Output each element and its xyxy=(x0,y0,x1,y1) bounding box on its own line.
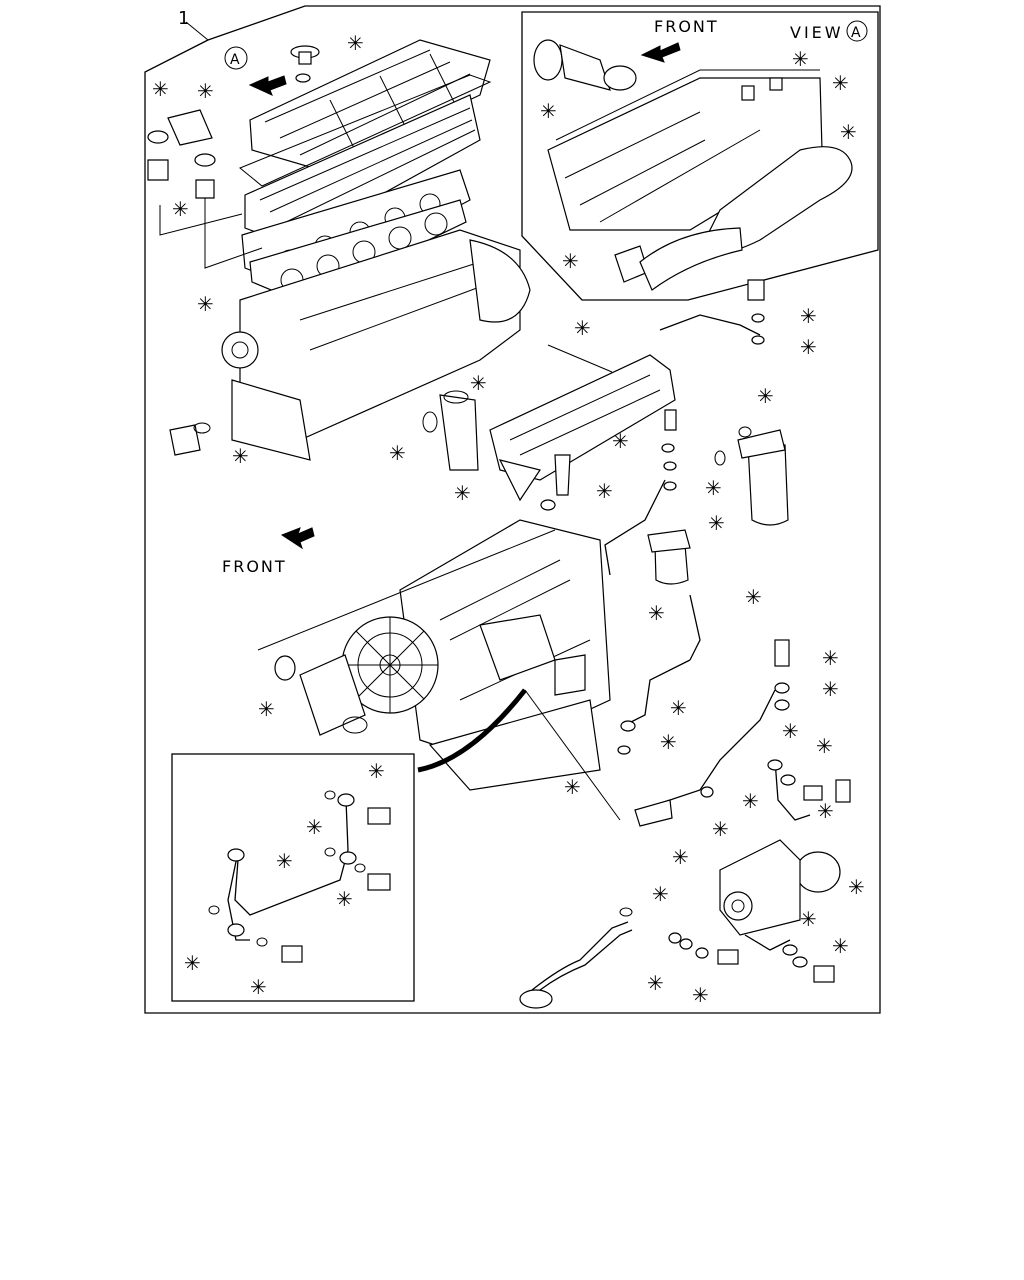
replacement-part-marker: ✳ xyxy=(306,815,323,839)
head-gasket-upper xyxy=(239,74,492,246)
front-arrow-top xyxy=(640,42,681,63)
replacement-part-marker: ✳ xyxy=(470,371,487,395)
replacement-part-marker: ✳ xyxy=(840,120,857,144)
fuel-filter xyxy=(714,426,789,526)
replacement-part-marker: ✳ xyxy=(347,31,364,55)
replacement-part-marker: ✳ xyxy=(454,481,471,505)
replacement-part-marker: ✳ xyxy=(368,759,385,783)
replacement-part-marker: ✳ xyxy=(817,799,834,823)
oil-filler-cap xyxy=(290,45,320,83)
oil-pipes-lower xyxy=(617,639,851,893)
replacement-part-marker: ✳ xyxy=(648,601,665,625)
view-callout-circle xyxy=(224,46,248,70)
intake-manifold-view xyxy=(533,39,853,291)
replacement-part-marker: ✳ xyxy=(745,585,762,609)
replacement-part-marker: ✳ xyxy=(782,719,799,743)
main-leader-line xyxy=(257,529,556,651)
replacement-part-marker: ✳ xyxy=(712,817,729,841)
item-leader xyxy=(185,21,209,41)
rocker-cover xyxy=(249,39,491,171)
oil-cooler-seal xyxy=(274,654,368,736)
item-number: 1 xyxy=(178,8,189,29)
replacement-part-marker: ✳ xyxy=(197,292,214,316)
replacement-part-marker: ✳ xyxy=(757,384,774,408)
replacement-part-marker: ✳ xyxy=(258,697,275,721)
oil-pump xyxy=(668,839,835,983)
replacement-part-marker: ✳ xyxy=(564,775,581,799)
water-outlet xyxy=(422,390,479,471)
thermostat-parts xyxy=(147,109,263,269)
view-callout-letter: A xyxy=(230,52,240,68)
cylinder-block xyxy=(221,229,531,461)
replacement-part-marker: ✳ xyxy=(276,849,293,873)
replacement-part-marker: ✳ xyxy=(672,845,689,869)
fuel-pipe-right xyxy=(604,279,765,661)
inset-link-band xyxy=(417,688,527,773)
replacement-part-marker: ✳ xyxy=(692,983,709,1007)
pre-filter xyxy=(647,529,691,585)
marker-group: ✳ ✳ ✳ ✳ ✳ ✳ ✳ ✳ ✳ ✳ ✳ ✳ ✳ ✳ ✳ ✳ ✳ ✳ ✳ ✳ ✳ ✳ ✳ ✳ ✳ ✳ ✳ ✳ ✳ ✳ ✳ ✳ ✳ ✳ ✳ ✳ ✳ ✳ ✳ ✳… xyxy=(152,31,865,1007)
view-letter: A xyxy=(851,25,861,41)
replacement-part-marker: ✳ xyxy=(792,47,809,71)
replacement-part-marker: ✳ xyxy=(647,971,664,995)
front-arrow-main xyxy=(280,527,315,550)
replacement-part-marker: ✳ xyxy=(832,71,849,95)
replacement-part-marker: ✳ xyxy=(670,696,687,720)
replacement-part-marker: ✳ xyxy=(822,646,839,670)
front-label-main: FRONT xyxy=(222,557,287,576)
replacement-part-marker: ✳ xyxy=(822,677,839,701)
replacement-part-marker: ✳ xyxy=(197,79,214,103)
replacement-part-marker: ✳ xyxy=(152,77,169,101)
replacement-part-marker: ✳ xyxy=(708,511,725,535)
replacement-part-marker: ✳ xyxy=(540,99,557,123)
replacement-part-marker: ✳ xyxy=(652,882,669,906)
replacement-part-marker: ✳ xyxy=(800,907,817,931)
replacement-part-marker: ✳ xyxy=(800,335,817,359)
leader-diagonal xyxy=(524,689,621,821)
replacement-part-marker: ✳ xyxy=(336,887,353,911)
replacement-part-marker: ✳ xyxy=(816,734,833,758)
view-letter-circle xyxy=(846,20,868,42)
front-arrow-upper xyxy=(248,75,287,96)
replacement-part-marker: ✳ xyxy=(184,951,201,975)
leader-seal xyxy=(547,344,613,373)
exhaust-manifold xyxy=(489,354,676,502)
replacement-part-marker: ✳ xyxy=(832,934,849,958)
view-a-inset-frame xyxy=(521,11,879,301)
replacement-part-marker: ✳ xyxy=(232,444,249,468)
replacement-part-marker: ✳ xyxy=(848,875,865,899)
replacement-part-marker: ✳ xyxy=(250,975,267,999)
replacement-part-marker: ✳ xyxy=(172,197,189,221)
replacement-part-marker: ✳ xyxy=(596,479,613,503)
view-label: VIEW xyxy=(790,23,844,42)
oil-strainer xyxy=(519,907,633,1009)
replacement-part-marker: ✳ xyxy=(800,304,817,328)
replacement-part-marker: ✳ xyxy=(574,316,591,340)
replacement-part-marker: ✳ xyxy=(742,789,759,813)
replacement-part-marker: ✳ xyxy=(705,476,722,500)
kit-outline xyxy=(144,5,881,1014)
front-label-top: FRONT xyxy=(654,17,719,36)
replacement-part-marker: ✳ xyxy=(660,730,677,754)
injector xyxy=(540,454,571,511)
lower-engine xyxy=(341,519,611,791)
replacement-part-marker: ✳ xyxy=(612,429,629,453)
replacement-part-marker: ✳ xyxy=(562,249,579,273)
sensor-left xyxy=(169,422,211,456)
pipe-detail-parts xyxy=(208,790,391,963)
replacement-part-marker: ✳ xyxy=(389,441,406,465)
pipe-detail-inset xyxy=(171,753,415,1002)
